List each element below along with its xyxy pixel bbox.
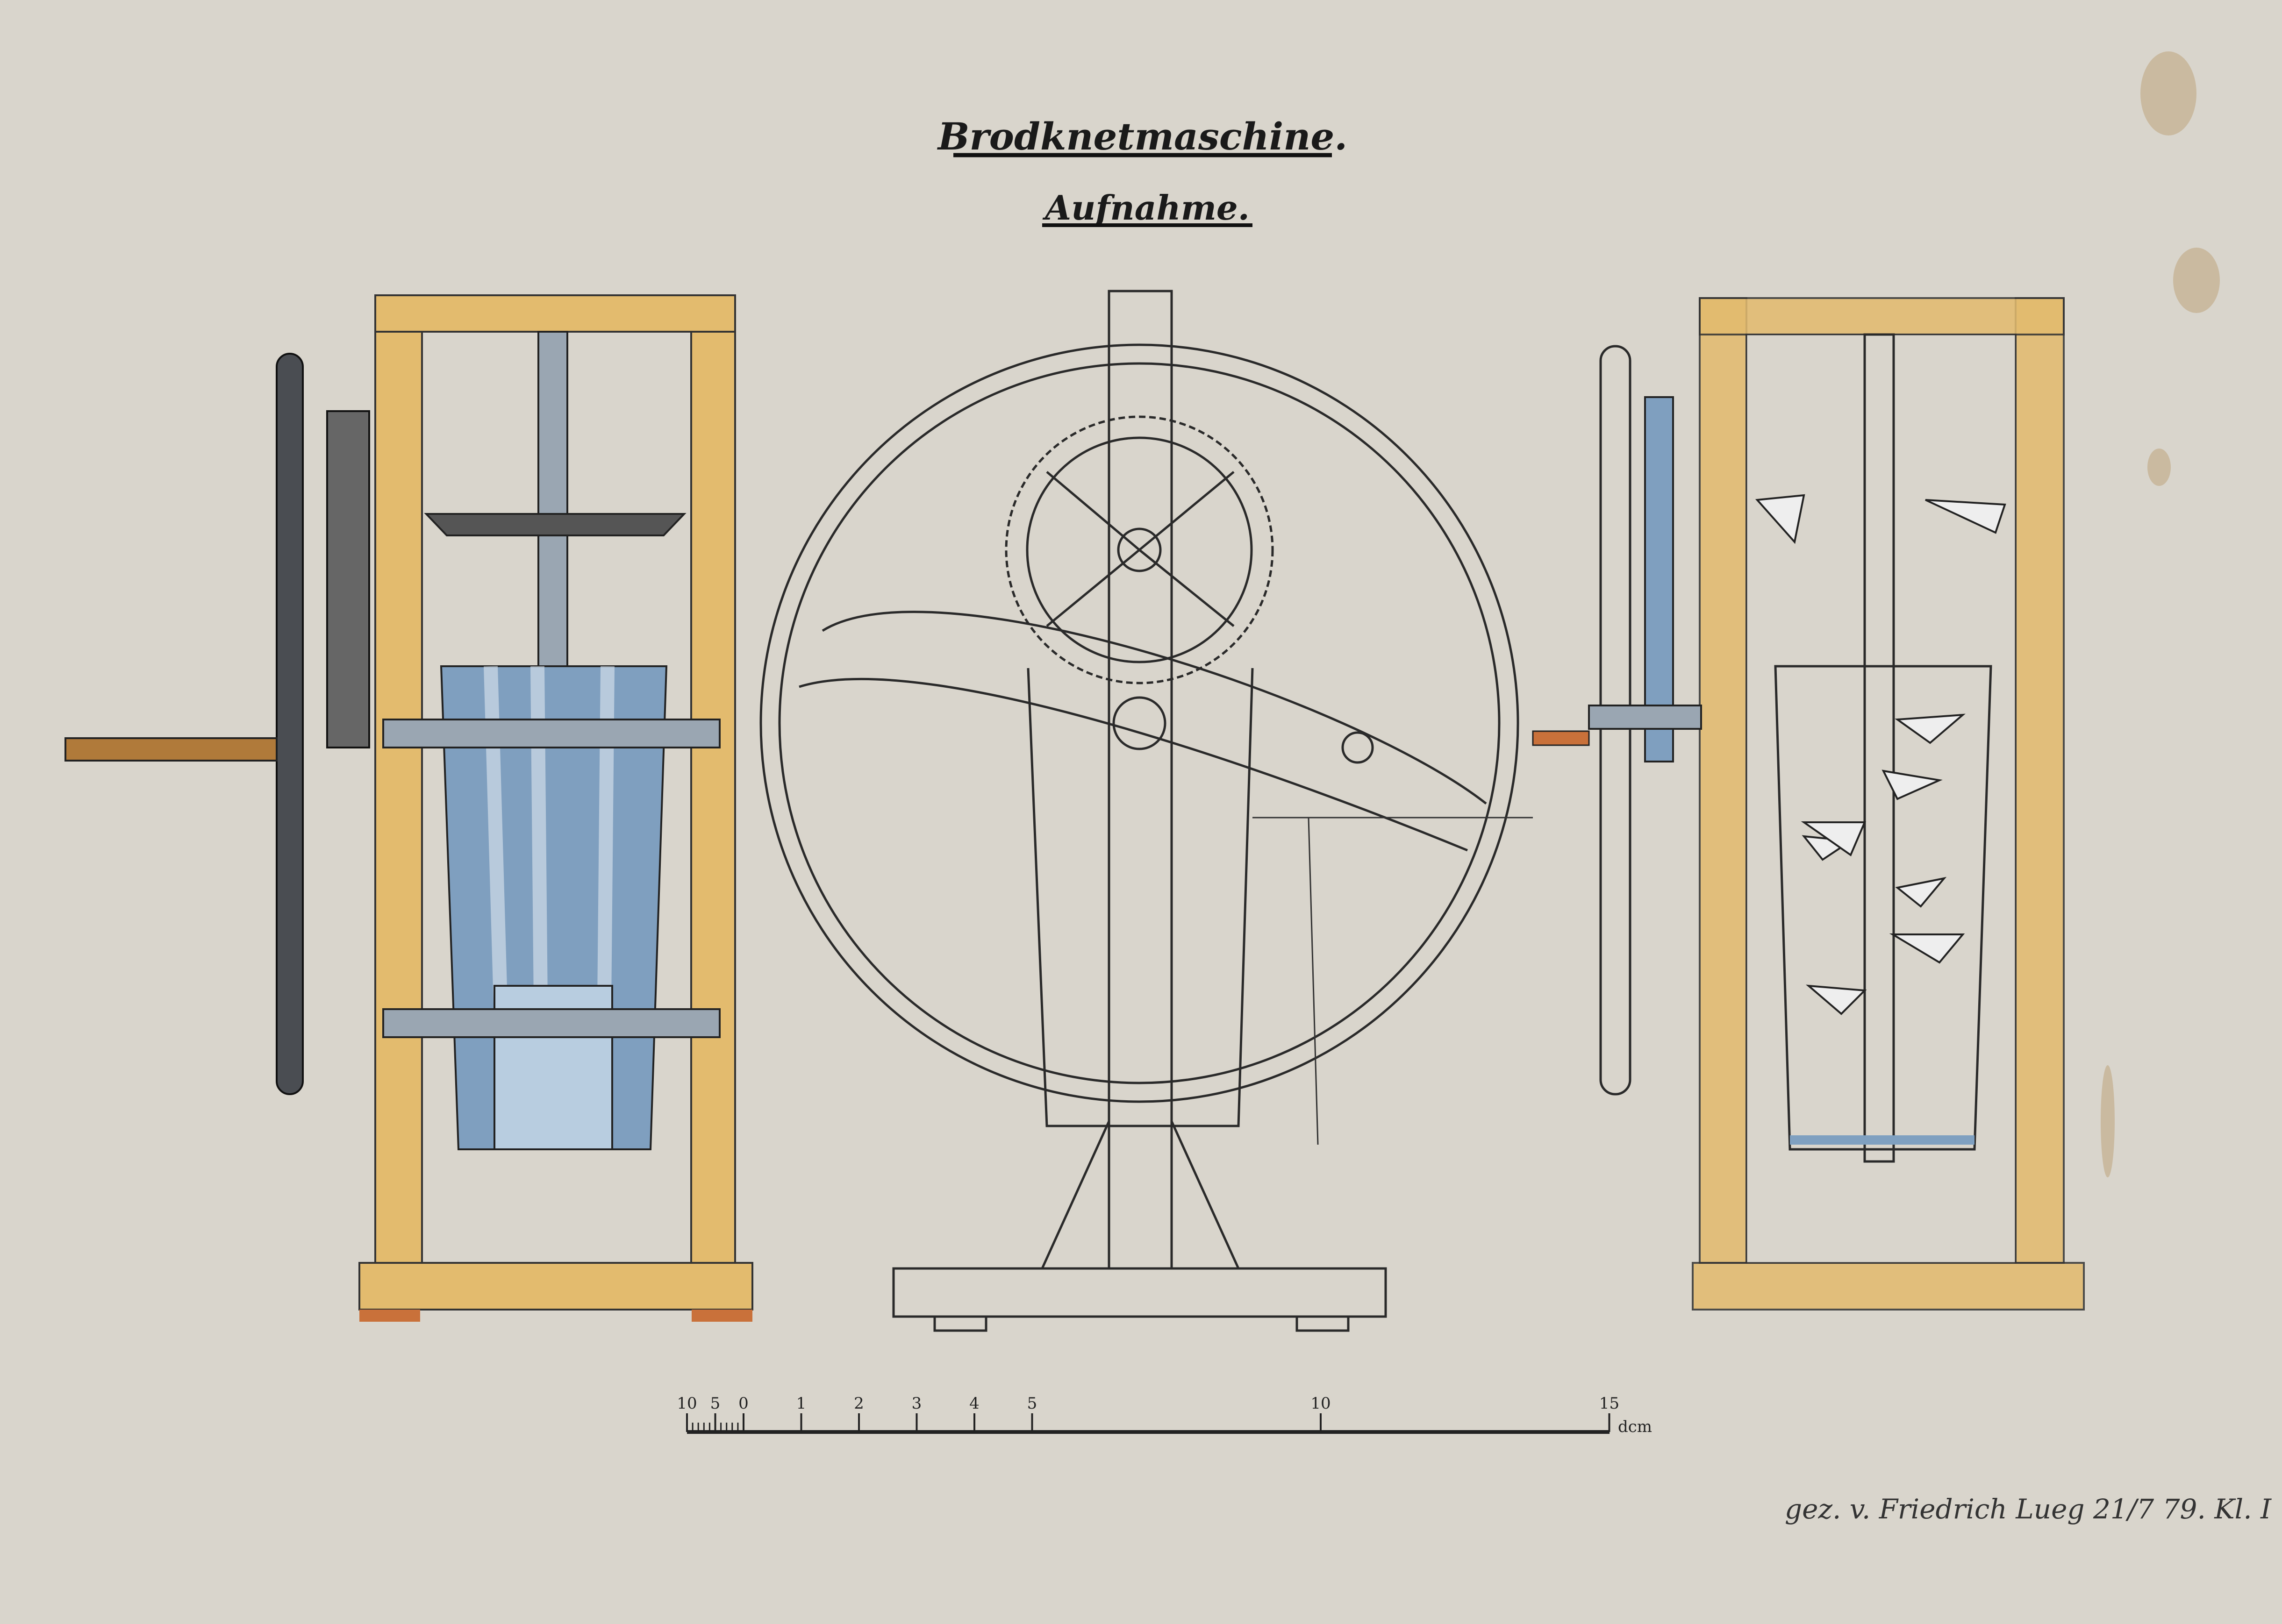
section-bucket xyxy=(1774,665,1992,1151)
scale-label: 4 xyxy=(969,1394,980,1413)
scale-label: 10 xyxy=(677,1394,697,1413)
vertical-shaft xyxy=(537,331,568,667)
scale-label: 10 xyxy=(1310,1394,1331,1413)
drawing-subtitle: Aufnahme. xyxy=(1042,188,1250,228)
scale-label: 2 xyxy=(854,1394,864,1413)
scale-label: 1 xyxy=(796,1394,807,1413)
signature: gez. v. Friedrich Lueg 21/7 79. Kl. I xyxy=(1785,1493,2272,1525)
scale-unit: dcm xyxy=(1618,1417,1652,1436)
bevel-gear xyxy=(424,513,687,536)
crank-handle xyxy=(64,737,278,762)
scale-label: 15 xyxy=(1599,1394,1619,1413)
side-view-colored xyxy=(64,294,753,1322)
flywheel xyxy=(759,343,1519,1103)
scale-label: 3 xyxy=(912,1394,922,1413)
paper-stains xyxy=(2101,51,2220,1177)
flywheel-spoke xyxy=(799,611,1487,852)
handwheel xyxy=(276,353,304,1095)
scale-label: 5 xyxy=(1027,1394,1037,1413)
drawing-title: Brodknetmaschine. xyxy=(937,114,1347,158)
section-view xyxy=(1532,297,2085,1311)
scale-label: 0 xyxy=(738,1394,749,1413)
spur-gear xyxy=(1005,415,1274,684)
gear-left xyxy=(326,410,370,748)
front-view-flywheel xyxy=(759,290,1533,1332)
scale-label: 5 xyxy=(710,1394,721,1413)
